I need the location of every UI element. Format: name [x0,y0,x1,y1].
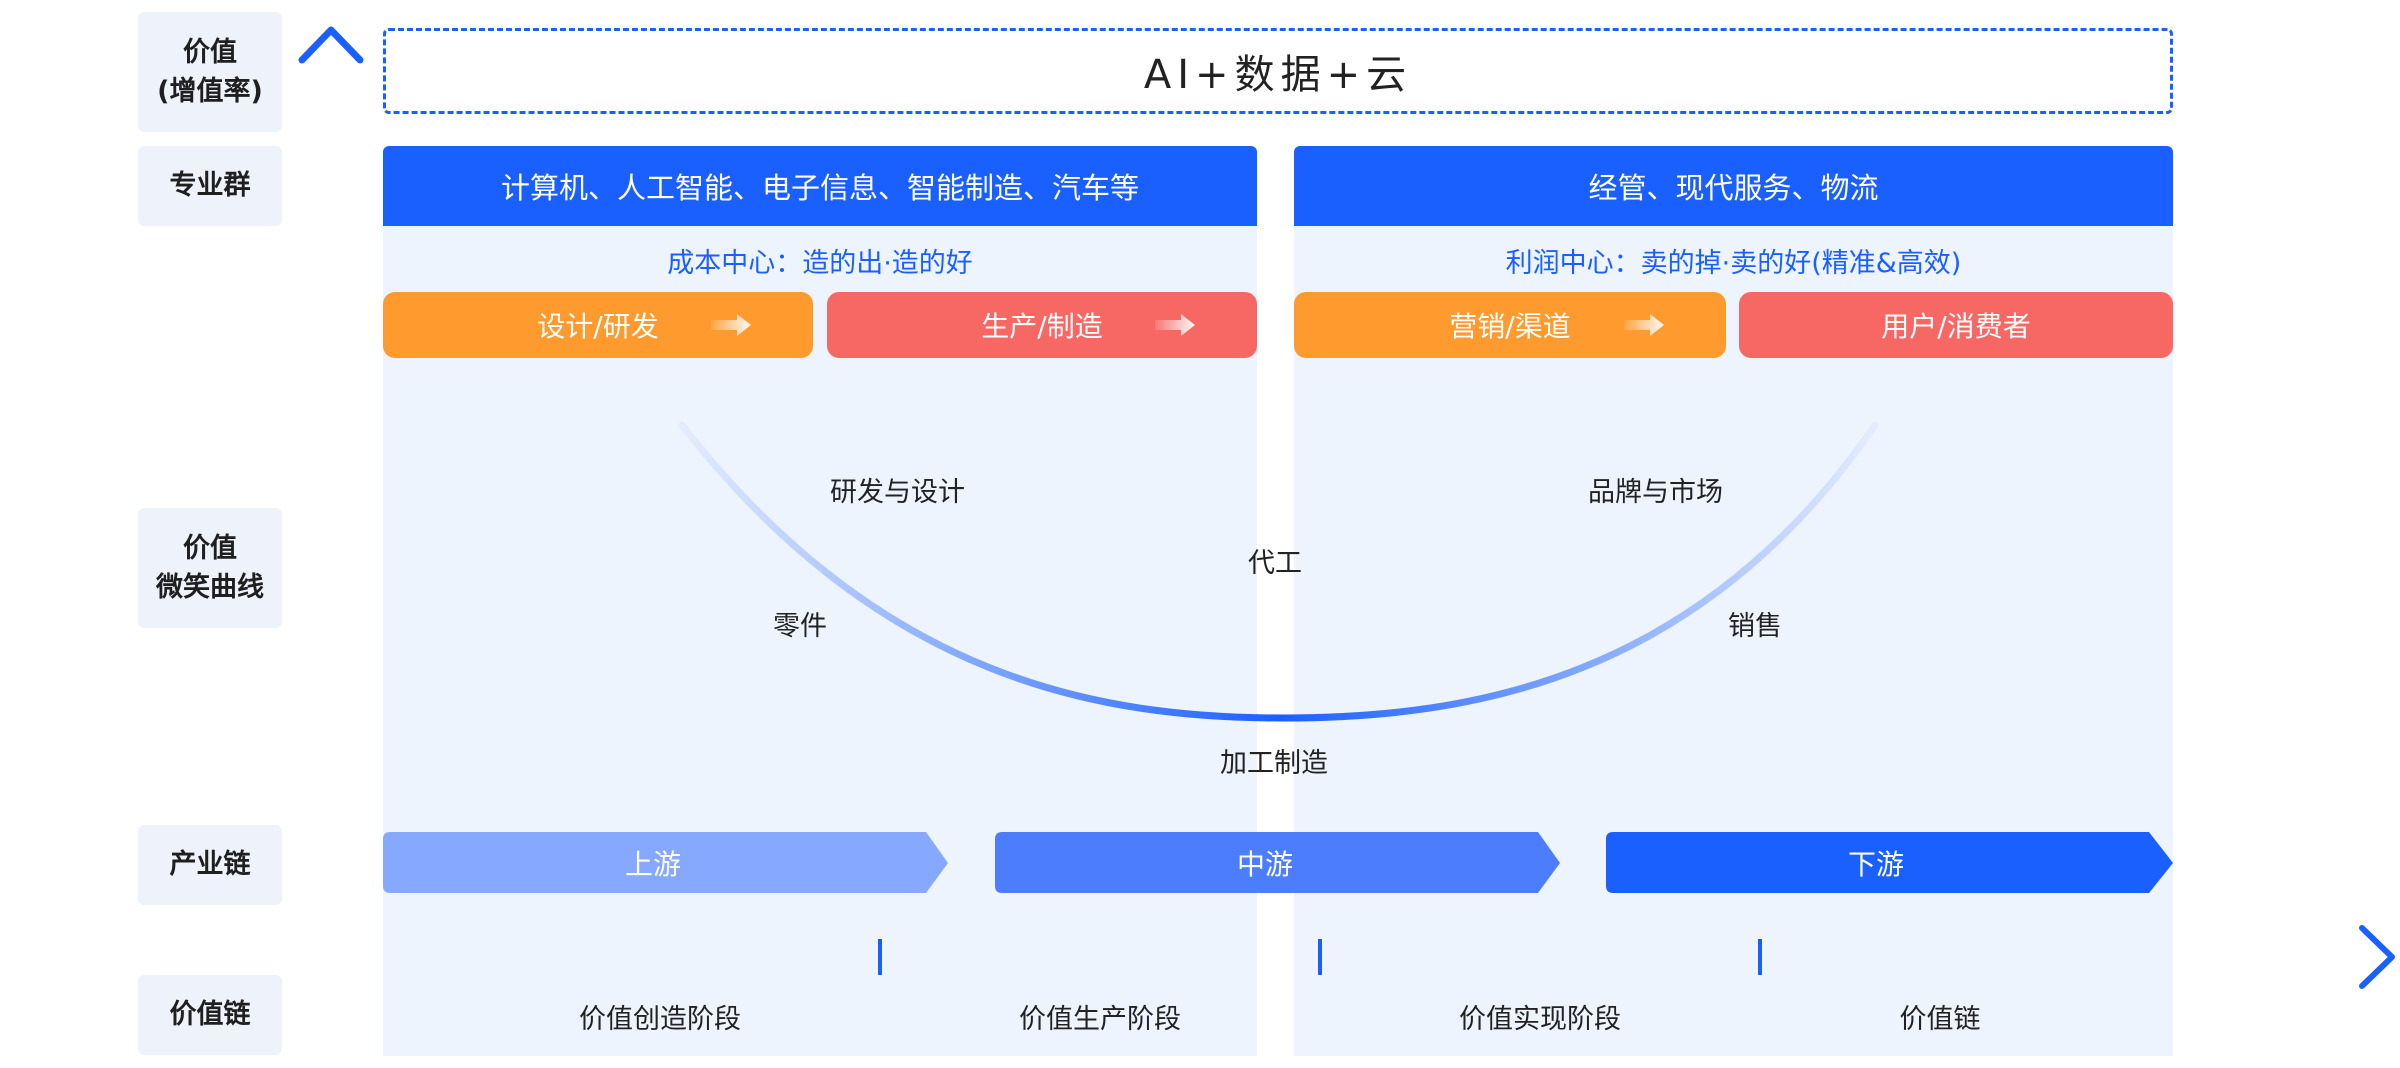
stage-production: 生产/制造 [827,292,1257,358]
value-chain-production: 价值生产阶段 [1019,1004,1181,1035]
label-sales: 销售 [1728,611,1782,642]
chevron-label-midstream: 中游 [1236,847,1293,881]
smile-curve [678,421,1879,722]
chevron-label-upstream: 上游 [624,847,681,881]
profit-center-text: 利润中心：卖的掉·卖的好(精准&高效) [1505,247,1962,279]
side-label-smile-curve: 价值 微笑曲线 [138,508,282,628]
arrow-right-icon [1155,314,1195,336]
chevron-midstream [995,832,1560,893]
label-oem: 代工 [1248,548,1302,579]
side-label-value-chain: 价值链 [138,975,282,1055]
panel-profit-center [1294,226,2173,1056]
stage-users: 用户/消费者 [1739,292,2173,358]
side-label-majors: 专业群 [138,146,282,226]
top-banner: AI+数据+云 [383,28,2173,114]
label-brand-market: 品牌与市场 [1588,477,1723,508]
cost-center-text: 成本中心：造的出·造的好 [667,247,973,279]
value-chain-end: 价值链 [1899,1004,1981,1035]
group-header-engineering: 计算机、人工智能、电子信息、智能制造、汽车等 [383,146,1257,226]
chevron-downstream [1606,832,2173,893]
chevron-upstream [383,832,948,893]
value-chain-creation: 价值创造阶段 [579,1004,741,1035]
panel-cost-center [383,226,1257,1056]
arrow-right-icon [1624,314,1664,336]
horizontal-axis-arrowhead [2359,925,2395,989]
group-header-management: 经管、现代服务、物流 [1294,146,2173,226]
label-parts: 零件 [773,611,827,642]
vertical-axis-arrowhead [298,26,364,64]
value-chain-realization: 价值实现阶段 [1459,1004,1621,1035]
side-label-value-rate: 价值 (增值率) [138,12,282,132]
side-label-industry-chain: 产业链 [138,825,282,905]
stage-marketing: 营销/渠道 [1294,292,1726,358]
stage-design-rd: 设计/研发 [383,292,813,358]
label-rd-design: 研发与设计 [830,477,965,508]
label-processing: 加工制造 [1220,748,1328,779]
chevron-label-downstream: 下游 [1847,847,1904,881]
arrow-right-icon [711,314,751,336]
